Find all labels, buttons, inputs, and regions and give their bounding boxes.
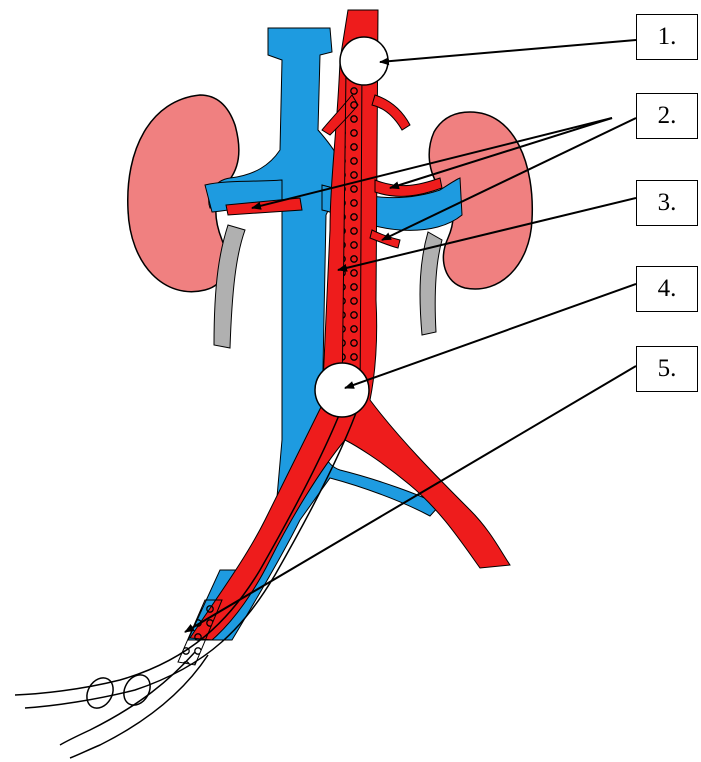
label-1: 1. — [636, 14, 698, 60]
sheath-ring-1 — [82, 673, 119, 713]
label-5: 5. — [636, 346, 698, 392]
label-4: 4. — [636, 266, 698, 312]
pointer-1 — [380, 40, 636, 62]
pointer-4 — [345, 284, 636, 388]
label-3: 3. — [636, 180, 698, 226]
balloon-lower — [315, 363, 369, 417]
aortic-coil-stent — [342, 70, 362, 400]
pointer-5 — [185, 366, 636, 632]
label-2: 2. — [636, 93, 698, 139]
catheter-lower — [60, 652, 195, 745]
